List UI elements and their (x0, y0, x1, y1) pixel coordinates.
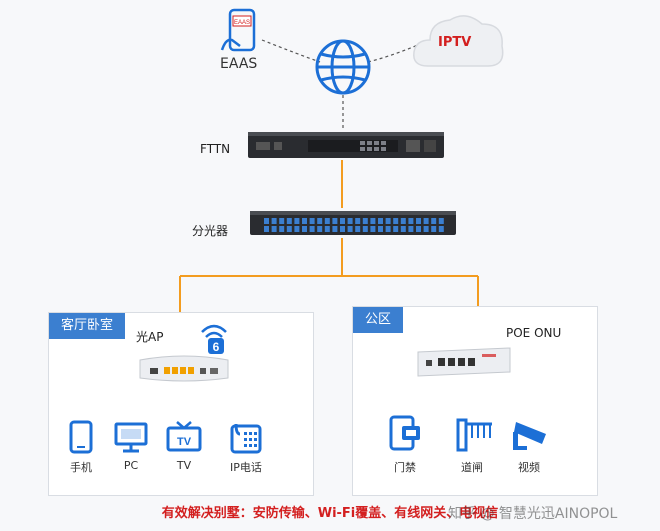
slogan: 有效解决别墅：安防传输、Wi-Fi覆盖、有线网关、电视信 (161, 506, 499, 521)
splitter-port (286, 218, 292, 224)
splitter-port (317, 218, 323, 224)
splitter-port (385, 218, 391, 224)
mobile-phone-icon (69, 420, 93, 454)
splitter-port (378, 218, 383, 224)
splitter-port (309, 226, 315, 232)
living-room-panel: 客厅卧室 (48, 312, 314, 496)
splitter-port (279, 226, 285, 232)
optical-ap-device (139, 355, 229, 382)
fttn-label: FTTN (200, 142, 231, 156)
device-label-video: 视频 (518, 461, 540, 474)
device-label-access: 门禁 (394, 461, 416, 474)
device-label-ip-phone: IP电话 (230, 461, 262, 474)
tv-icon: TV (166, 421, 202, 452)
device-label-gate: 道闸 (461, 461, 483, 474)
ip-phone-icon (230, 423, 262, 454)
splitter-port (286, 226, 292, 232)
splitter-port (362, 226, 368, 232)
splitter-port (385, 226, 391, 232)
device-label-tv: TV (176, 459, 192, 472)
splitter-port (271, 226, 277, 232)
splitter-port (294, 226, 300, 232)
eaas-link (261, 39, 321, 63)
device-label-mobile: 手机 (70, 461, 92, 474)
access-control-icon (389, 415, 420, 451)
splitter-port (400, 226, 406, 232)
splitter-port (423, 218, 429, 224)
splitter-port (370, 218, 376, 224)
splitter-port (423, 226, 429, 232)
splitter-port (324, 226, 330, 232)
splitter-port (393, 218, 399, 224)
pc-icon (114, 422, 148, 453)
splitter-port (408, 226, 414, 232)
splitter-label: 分光器 (192, 224, 229, 238)
splitter-port (438, 226, 444, 232)
splitter-port (340, 218, 345, 224)
splitter-port (393, 226, 399, 232)
eaas-label: EAAS (220, 56, 258, 72)
tv-icon-text: TV (177, 436, 192, 448)
splitter-port (370, 226, 376, 232)
splitter-port (302, 226, 307, 232)
splitter-port (355, 226, 361, 232)
barrier-gate-icon (456, 418, 492, 452)
splitter-port (431, 226, 437, 232)
living-room-tag: 客厅卧室 (49, 313, 126, 339)
splitter-port (264, 226, 269, 232)
phone-app-icon: EAAS (220, 8, 256, 52)
splitter-port (416, 226, 421, 232)
splitter-port (271, 218, 277, 224)
splitter-port (332, 226, 338, 232)
public-area-panel: 公区 (352, 306, 598, 496)
onu-label: POE ONU (506, 326, 562, 340)
splitter-port (264, 218, 269, 224)
splitter-port (416, 218, 421, 224)
splitter-port (302, 218, 307, 224)
splitter-port (347, 218, 353, 224)
poe-onu-device (417, 347, 511, 377)
splitter-port (347, 226, 353, 232)
globe-icon (315, 39, 371, 95)
public-area-tag: 公区 (353, 307, 404, 333)
wifi6-number: 6 (213, 340, 220, 354)
surveillance-camera-icon (513, 422, 546, 450)
wifi6-icon: 6 (201, 324, 227, 354)
splitter-port (332, 218, 338, 224)
splitter-port (279, 218, 285, 224)
fttn-device (248, 132, 444, 158)
splitter-port (408, 218, 414, 224)
splitter-port (317, 226, 323, 232)
ap-label: 光AP (136, 330, 164, 344)
splitter-port (309, 218, 315, 224)
splitter-port (294, 218, 300, 224)
splitter-port (438, 218, 444, 224)
splitter-port (362, 218, 368, 224)
splitter-port (355, 218, 361, 224)
splitter-port (431, 218, 437, 224)
splitter-port (378, 226, 383, 232)
splitter-port (340, 226, 345, 232)
splitter-device (250, 211, 456, 235)
splitter-port (400, 218, 406, 224)
cloud-icon (413, 15, 504, 67)
watermark: 知乎 @ 智慧光迅AINOPOL (448, 506, 618, 522)
splitter-port (324, 218, 330, 224)
device-label-pc: PC (123, 459, 139, 472)
iptv-label: IPTV (438, 35, 472, 50)
eaas-phone-text: EAAS (234, 20, 250, 26)
